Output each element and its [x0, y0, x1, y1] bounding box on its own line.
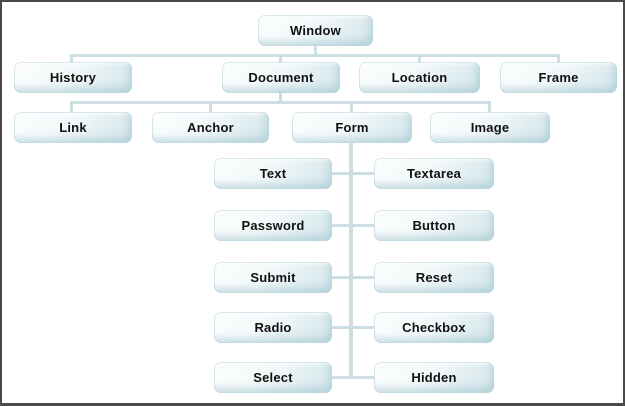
- connector-history-stub: [70, 55, 73, 63]
- node-hidden: Hidden: [374, 362, 494, 393]
- node-document: Document: [222, 62, 340, 93]
- node-window: Window: [258, 15, 373, 46]
- connector-form-stub: [350, 102, 353, 113]
- node-textarea: Textarea: [374, 158, 494, 189]
- connector-image-stub: [488, 102, 491, 113]
- node-reset: Reset: [374, 262, 494, 293]
- connector-window-stub: [314, 46, 317, 55]
- connector-location-stub: [418, 55, 421, 63]
- connector-frame-stub: [557, 55, 560, 63]
- connector-row4-tick: [332, 326, 374, 329]
- connector-row2-tick: [332, 224, 374, 227]
- node-location: Location: [359, 62, 480, 93]
- node-select: Select: [214, 362, 332, 393]
- connector-row5-tick: [332, 376, 374, 379]
- connector-anchor-stub: [209, 102, 212, 113]
- node-submit: Submit: [214, 262, 332, 293]
- node-form: Form: [292, 112, 412, 143]
- connector-form-spine: [349, 142, 353, 379]
- node-frame: Frame: [500, 62, 617, 93]
- node-button: Button: [374, 210, 494, 241]
- node-image: Image: [430, 112, 550, 143]
- connector-window-children-rail: [70, 54, 560, 57]
- connector-row3-tick: [332, 276, 374, 279]
- node-anchor: Anchor: [152, 112, 269, 143]
- connector-document-children-rail: [70, 101, 491, 104]
- connector-document-down-stub: [279, 93, 282, 102]
- node-history: History: [14, 62, 132, 93]
- connector-document-stub: [279, 55, 282, 63]
- node-radio: Radio: [214, 312, 332, 343]
- connector-row1-tick: [332, 172, 374, 175]
- node-text: Text: [214, 158, 332, 189]
- connector-link-stub: [70, 102, 73, 113]
- node-link: Link: [14, 112, 132, 143]
- node-checkbox: Checkbox: [374, 312, 494, 343]
- node-password: Password: [214, 210, 332, 241]
